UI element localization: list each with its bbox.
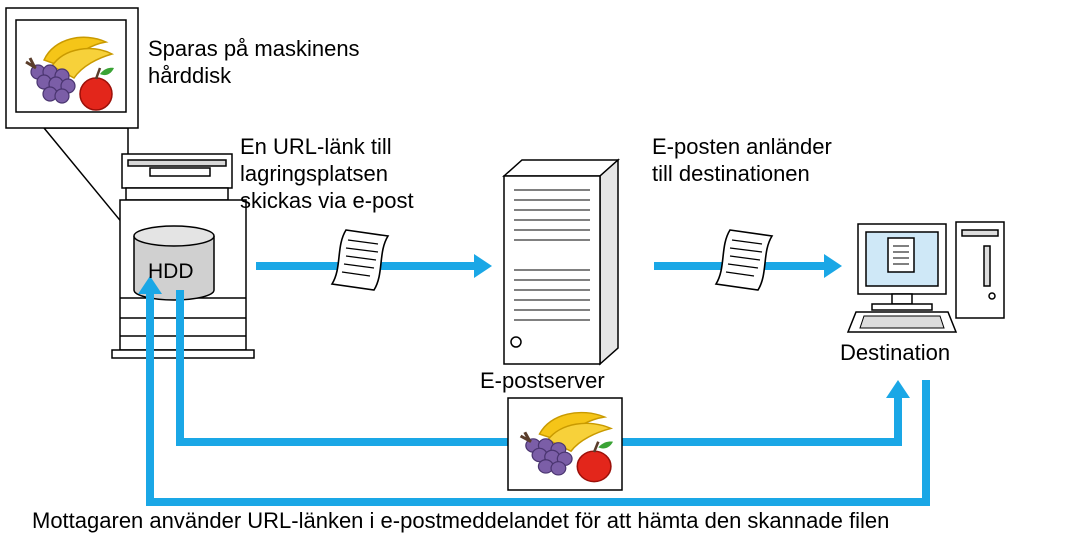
step2-text-line-2: till destinationen — [652, 161, 810, 186]
callout-text-line-1: Sparas på maskinens — [148, 36, 360, 61]
hdd-label: HDD — [148, 260, 194, 283]
step1-text-line-2: lagringsplatsen — [240, 161, 388, 186]
step2-text-line-1: E-posten anländer — [652, 134, 832, 159]
scanned-file-image — [507, 397, 623, 491]
step1-text-line-1: En URL-länk till — [240, 134, 392, 159]
callout-text-line-2: hårddisk — [148, 63, 232, 88]
saved-image-callout — [5, 7, 139, 233]
server-label: E-postserver — [480, 368, 605, 393]
mail-server-icon — [502, 158, 620, 366]
email-document-icon — [331, 229, 389, 291]
arrow-heads — [138, 254, 910, 398]
step1-text-line-3: skickas via e-post — [240, 188, 414, 213]
bottom-caption: Mottagaren använder URL-länken i e-postm… — [32, 508, 890, 533]
email-document-icon — [715, 229, 773, 291]
file-retrieval-path — [146, 292, 930, 506]
destination-label: Destination — [840, 340, 951, 365]
desktop-computer-icon — [846, 221, 1005, 333]
